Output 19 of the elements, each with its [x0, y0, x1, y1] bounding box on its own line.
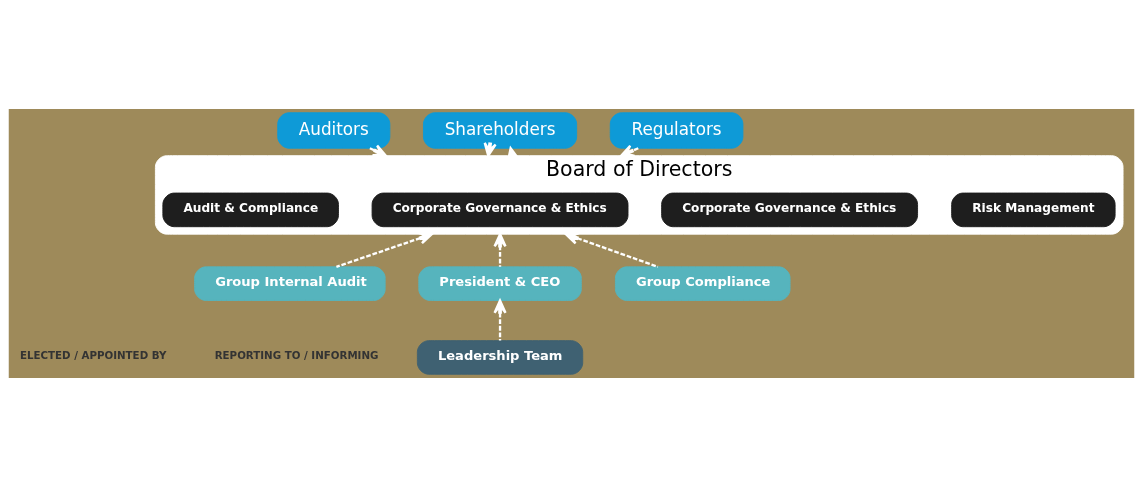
arrow — [564, 231, 659, 268]
node-box: Regulators — [609, 112, 744, 149]
arrow — [336, 231, 433, 268]
arrow — [493, 299, 507, 341]
node-box: Corporate Governance & Ethics — [661, 192, 919, 228]
arrow — [493, 233, 507, 267]
node-box: President & CEO — [418, 266, 582, 301]
node-box: Auditors — [277, 112, 391, 149]
legend-label: ELECTED / APPOINTED BY — [19, 349, 167, 362]
node-box: Group Internal Audit — [194, 266, 386, 301]
legend-label: REPORTING TO / INFORMING — [214, 349, 379, 362]
node-box: Leadership Team — [416, 340, 584, 375]
node-box: Audit & Compliance — [162, 192, 339, 228]
node-box: Corporate Governance & Ethics — [371, 192, 629, 228]
node-box: Group Compliance — [614, 266, 791, 301]
arrow — [483, 141, 497, 157]
arrow — [620, 144, 639, 157]
node-box: Risk Management — [951, 192, 1116, 228]
arrow — [369, 144, 388, 157]
